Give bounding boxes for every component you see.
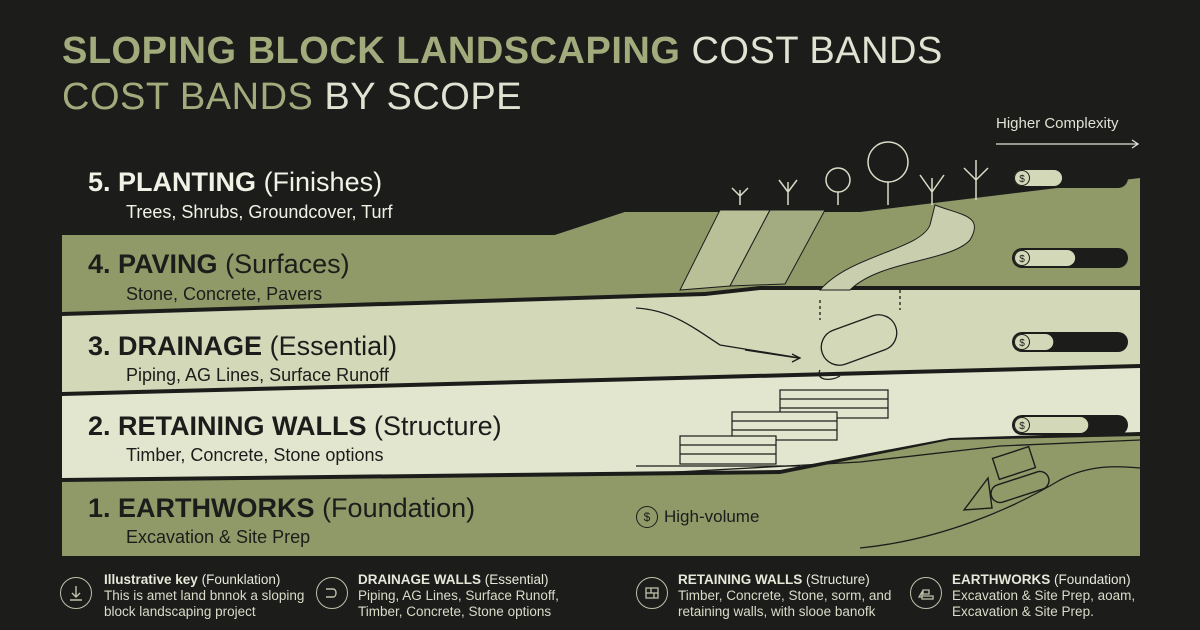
footer-key-2: DRAINAGE WALLS (Essential) Piping, AG Li… bbox=[358, 572, 559, 620]
footer-4-head-rest: (Foundation) bbox=[1054, 572, 1131, 587]
page-title: SLOPING BLOCK LANDSCAPING COST BANDS COS… bbox=[62, 28, 943, 120]
shovel-icon bbox=[60, 577, 92, 609]
band-2-title: 2. RETAINING WALLS (Structure) bbox=[88, 410, 502, 442]
dollar-sign-glyph: $ bbox=[1019, 254, 1025, 265]
high-volume-note: $ High-volume bbox=[636, 506, 759, 528]
footer-2-head: DRAINAGE WALLS bbox=[358, 572, 481, 587]
footer-3-line2: retaining walls, with sloое banofk bbox=[678, 604, 876, 619]
title-line2-accent: COST BANDS bbox=[62, 76, 314, 118]
band-5-num: 5. bbox=[88, 167, 111, 197]
footer-3-head: RETAINING WALLS bbox=[678, 572, 803, 587]
band-drainage bbox=[62, 290, 1140, 392]
footer-1-line2: block landscaping project bbox=[104, 604, 256, 619]
drainage-pipe bbox=[635, 290, 901, 381]
footer-1-head: Illustrative key bbox=[104, 572, 198, 587]
cost-bar-fill-2 bbox=[1014, 417, 1089, 433]
dollar-coin-icon bbox=[1014, 417, 1030, 433]
title-line1-accent: SLOPING BLOCK LANDSCAPING bbox=[62, 30, 681, 72]
band-5-title: 5. PLANTING (Finishes) bbox=[88, 166, 382, 198]
footer-3-head-rest: (Structure) bbox=[806, 572, 870, 587]
band-3-title: 3. DRAINAGE (Essential) bbox=[88, 330, 397, 362]
complexity-arrow bbox=[996, 139, 1140, 149]
footer-4-head: EARTHWORKS bbox=[952, 572, 1051, 587]
band-4-desc: Stone, Concrete, Pavers bbox=[126, 284, 323, 304]
band-4-title: 4. PAVING (Surfaces) bbox=[88, 248, 350, 280]
bulldozer-footer-icon bbox=[910, 577, 942, 609]
wall-icon bbox=[636, 577, 668, 609]
dollar-coin-icon: $ bbox=[636, 506, 658, 528]
footer-1-head-rest: (Founklation) bbox=[201, 572, 281, 587]
title-line2-rest: BY SCOPE bbox=[324, 76, 523, 118]
cost-bar-fill-4 bbox=[1014, 250, 1076, 266]
band-4-sub: (Surfaces) bbox=[225, 249, 350, 279]
band-5-sub: (Finishes) bbox=[263, 167, 383, 197]
bulldozer-icon bbox=[962, 445, 1050, 511]
band-1-sub: (Foundation) bbox=[322, 493, 476, 523]
band-1-desc: Excavation & Site Prep bbox=[126, 527, 311, 547]
title-line1-rest: COST BANDS bbox=[691, 30, 943, 72]
band-3-sub: (Essential) bbox=[269, 331, 398, 361]
band-2-name: RETAINING WALLS bbox=[118, 411, 367, 441]
turf-strips bbox=[679, 209, 826, 291]
band-2-sub: (Structure) bbox=[374, 411, 502, 441]
band-1-title: 1. EARTHWORKS (Foundation) bbox=[88, 492, 475, 524]
dollar-coin-icon bbox=[1014, 170, 1030, 186]
band-2-desc: Timber, Concrete, Stone options bbox=[126, 445, 384, 465]
band-2-num: 2. bbox=[88, 411, 111, 441]
band-3-num: 3. bbox=[88, 331, 111, 361]
stone-path bbox=[818, 204, 976, 291]
footer-2-line1: Piping, AG Lines, Surface Runoff, bbox=[358, 588, 559, 603]
footer-2-head-rest: (Essential) bbox=[484, 572, 549, 587]
dollar-coin-icon bbox=[1014, 334, 1030, 350]
dollar-sign-glyph: $ bbox=[1019, 174, 1025, 185]
band-5-desc: Trees, Shrubs, Groundcover, Turf bbox=[126, 202, 393, 222]
footer-2-line2: Timber, Concrete, Stone options bbox=[358, 604, 552, 619]
footer-key-4: EARTHWORKS (Foundation) Excavation & Sit… bbox=[952, 572, 1135, 620]
band-1-num: 1. bbox=[88, 493, 111, 523]
high-volume-label: High-volume bbox=[664, 507, 760, 526]
footer-4-line2: Excavation & Site Prep. bbox=[952, 604, 1094, 619]
dollar-coin-icon bbox=[1014, 250, 1030, 266]
band-3-name: DRAINAGE bbox=[118, 331, 263, 361]
footer-1-line1: This is amet land bnnok a sloping bbox=[104, 588, 305, 603]
band-3-desc: Piping, AG Lines, Surface Runoff bbox=[126, 365, 389, 385]
footer-key-1: Illustrative key (Founklation) This is a… bbox=[104, 572, 304, 620]
footer-key-3: RETAINING WALLS (Structure) Timber, Conc… bbox=[678, 572, 891, 620]
band-earthworks bbox=[62, 436, 1140, 556]
band-1-name: EARTHWORKS bbox=[118, 493, 315, 523]
band-4-name: PAVING bbox=[118, 249, 218, 279]
footer-4-line1: Excavation & Site Prep, aoam, bbox=[952, 588, 1136, 603]
band-5-name: PLANTING bbox=[118, 167, 257, 197]
footer-3-line1: Timber, Concrete, Stone, sorm, and bbox=[678, 588, 892, 603]
retaining-wall-steps bbox=[636, 389, 889, 467]
band-paving bbox=[62, 212, 1140, 312]
ground-slope-line bbox=[639, 439, 1141, 475]
band-4-num: 4. bbox=[88, 249, 111, 279]
cost-bars: $ $ $ $ bbox=[1012, 168, 1128, 435]
pipe-icon bbox=[316, 577, 348, 609]
complexity-label: Higher Complexity bbox=[996, 115, 1119, 132]
dollar-sign-glyph: $ bbox=[1019, 421, 1025, 432]
dollar-sign-glyph: $ bbox=[1019, 338, 1025, 349]
plant-icons bbox=[731, 141, 989, 205]
